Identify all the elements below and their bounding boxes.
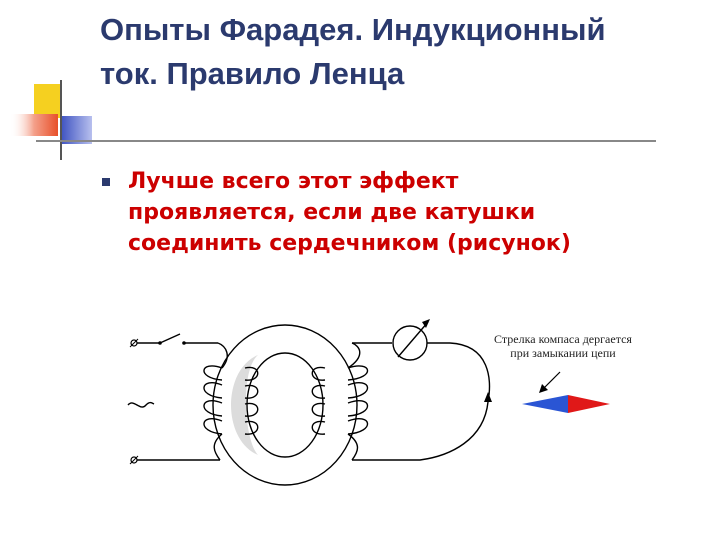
galvanometer-needle: [397, 321, 429, 358]
core-inner: [246, 352, 324, 458]
primary-wire-from-coil: [213, 433, 223, 461]
slide-title: Опыты Фарадея. Индукционный ток. Правило…: [100, 8, 710, 96]
right-coil-inner-3: [311, 402, 326, 417]
bullet-line-1: Лучше всего этот эффект: [128, 169, 459, 194]
deco-vertical-line: [60, 80, 62, 160]
primary-wire-to-coil: [217, 342, 228, 369]
ac-source-symbol: [127, 401, 155, 408]
switch-blade: [159, 333, 181, 344]
deco-horizontal-line: [36, 140, 656, 142]
secondary-wire-to-coil: [347, 342, 361, 369]
left-coil-turn-1: [203, 365, 223, 381]
circuit-figure: [127, 319, 610, 486]
right-coil-inner-4: [311, 420, 326, 435]
left-coil-inner-3: [244, 402, 259, 417]
right-coil-turn-1: [347, 365, 369, 381]
right-coil-turn-2: [347, 382, 369, 399]
core-inner-shade: [231, 355, 258, 455]
title-line-1: Опыты Фарадея. Индукционный: [100, 12, 606, 47]
left-coil-inner-4: [244, 420, 259, 435]
secondary-loop: [352, 342, 491, 461]
deco-yellow-square: [34, 84, 62, 118]
left-coil-turn-3: [203, 400, 223, 417]
compass-needle-blue: [522, 395, 568, 413]
caption-arrow-head-icon: [539, 384, 548, 393]
bullet-text: Лучше всего этот эффект проявляется, есл…: [128, 166, 688, 259]
title-line-2: ток. Правило Ленца: [100, 56, 405, 91]
left-coil-inner-2: [244, 384, 259, 399]
caption-arrow-line: [542, 371, 561, 390]
deco-blue-square: [60, 116, 92, 144]
right-coil-inner-2: [311, 384, 326, 399]
secondary-wire-from-coil: [347, 433, 359, 461]
caption-line-1: Стрелка компаса дергается: [494, 332, 632, 346]
figure-caption: Стрелка компаса дергается при замыкании …: [478, 332, 648, 360]
deco-red-bar: [10, 114, 58, 136]
compass-needle-red: [568, 395, 610, 413]
switch-contact-left: [158, 341, 162, 345]
bullet-square-icon: [102, 178, 110, 186]
left-coil-inner-1: [244, 366, 259, 381]
left-coil-turn-2: [203, 382, 223, 399]
slide-decoration: [10, 80, 656, 160]
galvanometer-arrow-icon: [422, 319, 430, 328]
left-coil-turn-4: [203, 418, 223, 435]
current-direction-arrow-icon: [484, 392, 492, 402]
right-coil-turn-3: [347, 400, 369, 417]
right-coil-turn-4: [347, 418, 369, 435]
caption-line-2: при замыкании цепи: [510, 346, 616, 360]
bullet-line-3: соединить сердечником (рисунок): [128, 231, 571, 256]
right-coil-inner-1: [311, 366, 326, 381]
switch-contact-right: [182, 341, 186, 345]
bullet-line-2: проявляется, если две катушки: [128, 200, 536, 225]
